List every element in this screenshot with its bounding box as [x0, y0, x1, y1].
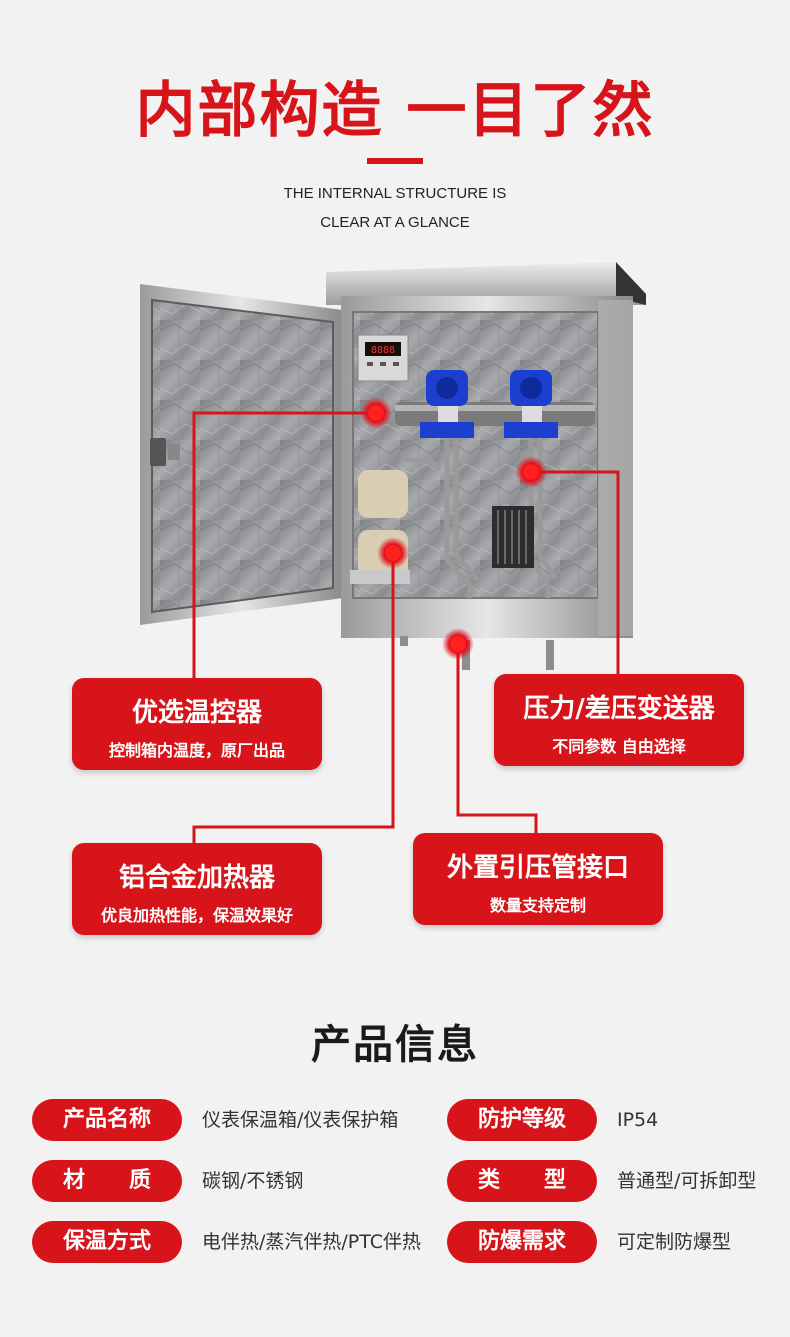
info-label-protection-grade: 防护等级	[447, 1099, 597, 1141]
subtitle-line-1: THE INTERNAL STRUCTURE IS	[283, 185, 507, 202]
temperature-controller: 8888	[357, 334, 409, 382]
callout-temperature-controller: 优选温控器 控制箱内温度，原厂出品	[72, 678, 322, 770]
external-ports	[400, 636, 554, 670]
callout-aluminium-heater: 铝合金加热器 优良加热性能，保温效果好	[72, 843, 322, 935]
info-label-insulation-method: 保温方式	[32, 1221, 182, 1263]
callout-subtitle: 数量支持定制	[489, 896, 586, 915]
controller-display: 8888	[371, 345, 395, 356]
callout-title: 压力/差压变送器	[523, 694, 715, 724]
leader-lines	[192, 411, 620, 845]
subtitle-line-2: CLEAR AT A GLANCE	[320, 214, 470, 231]
callout-subtitle: 优良加热性能，保温效果好	[100, 906, 293, 925]
info-value-material: 碳钢/不锈钢	[202, 1170, 304, 1192]
info-label-type: 类 型	[447, 1160, 597, 1202]
page-title: 内部构造 一目了然	[135, 76, 655, 146]
info-value-product-name: 仪表保温箱/仪表保护箱	[202, 1109, 399, 1131]
callout-title: 铝合金加热器	[118, 863, 275, 893]
callout-subtitle: 不同参数 自由选择	[552, 737, 686, 756]
callout-title: 优选温控器	[131, 698, 262, 728]
info-label-material: 材 质	[32, 1160, 182, 1202]
info-section-title: 产品信息	[311, 1022, 479, 1068]
pressure-transmitter-right	[504, 370, 558, 438]
callout-title: 外置引压管接口	[446, 853, 629, 883]
info-label-explosion-proof: 防爆需求	[447, 1221, 597, 1263]
title-underline	[367, 158, 423, 164]
info-value-explosion-proof: 可定制防爆型	[617, 1231, 732, 1253]
callout-pressure-transmitter: 压力/差压变送器 不同参数 自由选择	[494, 674, 744, 766]
info-value-protection-grade: IP54	[617, 1109, 659, 1131]
info-value-type: 普通型/可拆卸型	[617, 1170, 757, 1192]
info-value-insulation-method: 电伴热/蒸汽伴热/PTC伴热	[202, 1231, 422, 1253]
callout-external-port: 外置引压管接口 数量支持定制	[413, 833, 663, 925]
cabinet-door	[140, 284, 343, 625]
callout-subtitle: 控制箱内温度，原厂出品	[108, 741, 285, 760]
aluminium-heater	[350, 470, 534, 584]
highlight-dots	[360, 397, 547, 660]
info-label-product-name: 产品名称	[32, 1099, 182, 1141]
pressure-transmitter-left	[420, 370, 474, 438]
